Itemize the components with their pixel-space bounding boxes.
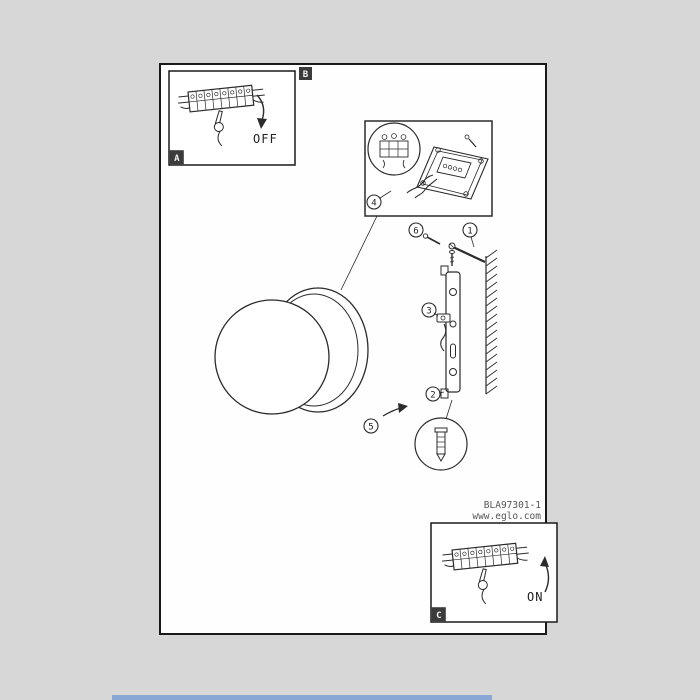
callout-5-circle bbox=[363, 418, 379, 434]
mounting-tray-icon bbox=[416, 146, 489, 200]
callout-2-circle bbox=[425, 386, 441, 402]
callout-1-circle bbox=[462, 222, 478, 238]
wall-hatching-icon bbox=[485, 249, 498, 395]
flip-down-arrowhead-icon bbox=[257, 118, 267, 129]
inset-off-chip bbox=[169, 150, 184, 165]
main-label-text: B bbox=[303, 70, 309, 80]
inset-off-chip-label: A bbox=[174, 154, 180, 164]
product-code: BLA97301-1 bbox=[484, 500, 541, 511]
detail-frame bbox=[364, 120, 493, 217]
junction-box-detail bbox=[364, 120, 493, 217]
flip-up-arrowhead-icon bbox=[540, 556, 549, 567]
callout-6: 6 bbox=[413, 226, 418, 236]
inset-switch-on: ON C bbox=[430, 522, 558, 623]
callout-4-circle bbox=[366, 194, 382, 210]
switch-on-label: ON bbox=[527, 590, 543, 604]
wall-screw-icon bbox=[448, 242, 486, 263]
scan-artifact-strip bbox=[112, 695, 492, 700]
callout-3: 3 bbox=[426, 306, 431, 316]
callout-1: 1 bbox=[467, 226, 472, 236]
wall-anchor-detail-icon bbox=[414, 417, 468, 471]
callout-2: 2 bbox=[430, 390, 435, 400]
wires-icon bbox=[406, 174, 434, 194]
inset-on-chip-label: C bbox=[436, 611, 441, 621]
main-figure-label: B bbox=[299, 67, 312, 80]
lens-circle-icon bbox=[367, 122, 421, 176]
round-wall-lamp-icon bbox=[214, 287, 369, 415]
callout-5: 5 bbox=[368, 422, 373, 432]
switch-off-label: OFF bbox=[253, 132, 278, 146]
website-text: www.eglo.com bbox=[472, 511, 541, 522]
cable-clamp-icon bbox=[436, 313, 451, 352]
small-screw-icon bbox=[422, 233, 441, 245]
inset-on-chip bbox=[431, 607, 446, 622]
main-label-chip bbox=[299, 67, 312, 80]
detail-leader-line bbox=[340, 215, 378, 291]
inset-on-frame bbox=[430, 522, 558, 623]
anchor-leader-line bbox=[445, 399, 453, 420]
mount-direction-arrow-icon bbox=[382, 403, 408, 417]
bracket-screw-icon bbox=[449, 250, 455, 266]
callout-3-circle bbox=[421, 302, 437, 318]
callout-6-circle bbox=[408, 222, 424, 238]
wall-bracket-assembly bbox=[414, 233, 498, 471]
flip-down-arrow-icon bbox=[256, 94, 265, 121]
inset-off-frame bbox=[168, 70, 296, 166]
callout-markers: 4 6 1 3 2 5 bbox=[363, 190, 478, 434]
callout-4: 4 bbox=[371, 198, 376, 208]
inset-switch-off: OFF A bbox=[168, 70, 296, 166]
